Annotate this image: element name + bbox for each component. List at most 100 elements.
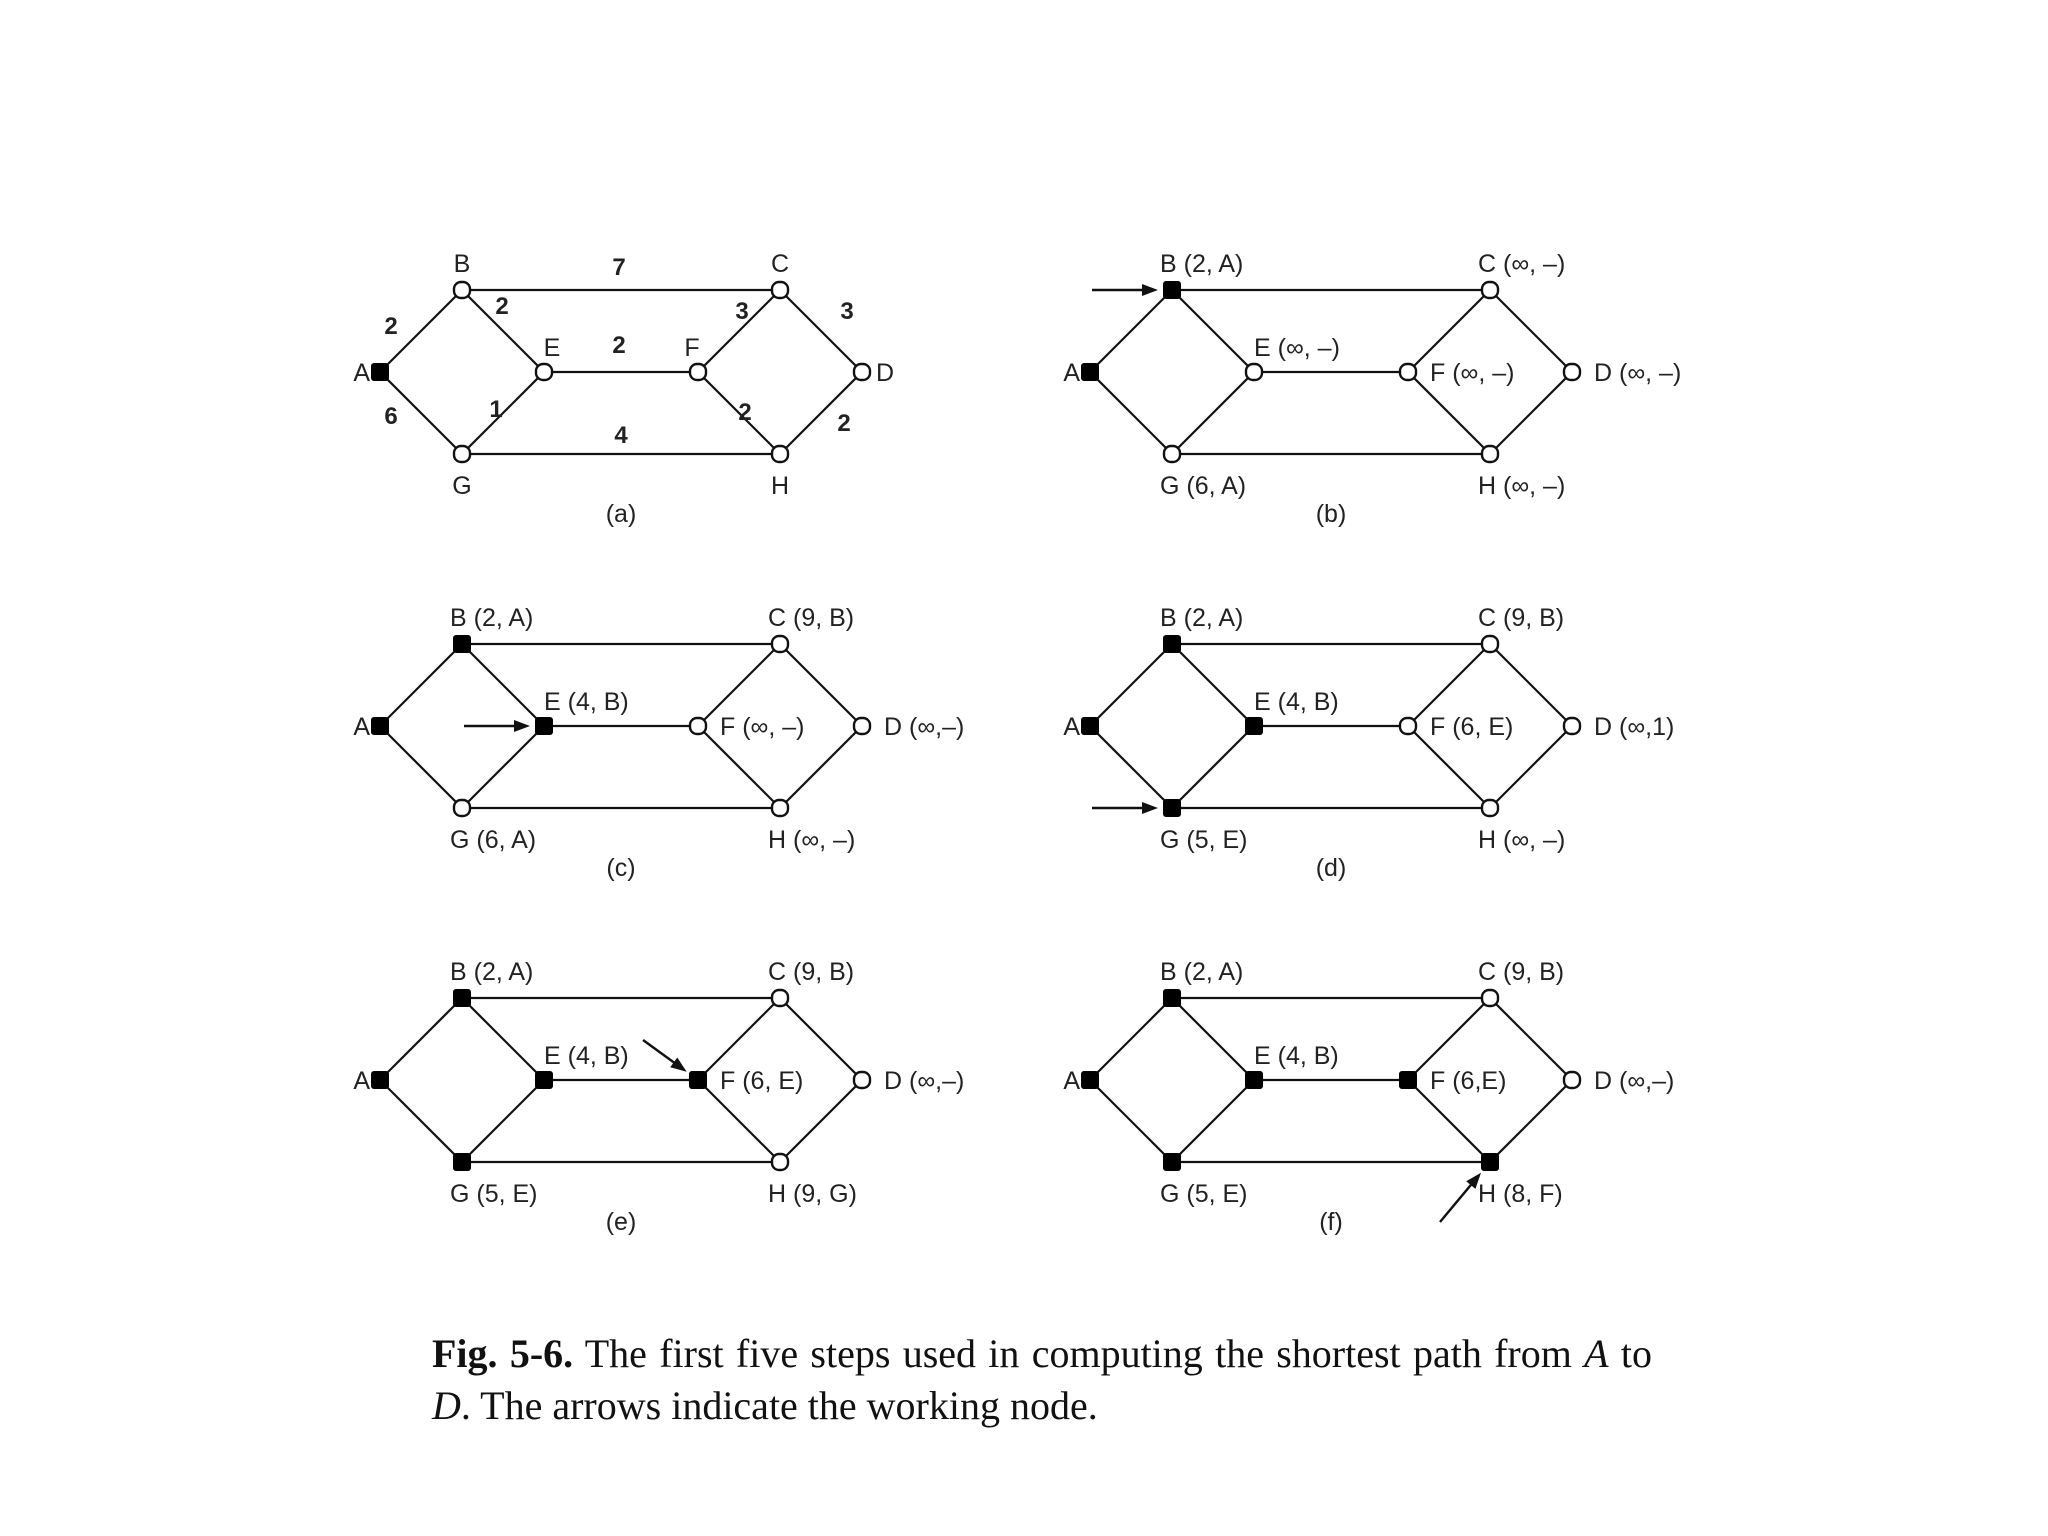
node-label-D: D (∞,–) — [884, 713, 964, 741]
working-node-arrowhead — [1466, 1172, 1482, 1189]
node-G-tentative — [452, 444, 472, 464]
node-B-permanent — [453, 989, 471, 1007]
edge-AB — [379, 289, 463, 373]
edge-weight-CD: 3 — [840, 298, 853, 325]
node-label-C: C (9, B) — [1478, 604, 1564, 632]
edge-AB — [1089, 643, 1173, 727]
node-B-permanent — [1163, 281, 1181, 299]
node-H-tentative — [770, 1152, 790, 1172]
node-label-F: F (∞, –) — [1430, 359, 1515, 387]
edge-AG — [1089, 371, 1173, 455]
node-G-permanent — [1163, 799, 1181, 817]
edge-EG — [461, 371, 545, 455]
edge-BE — [461, 997, 545, 1081]
edge-AG — [379, 371, 463, 455]
panel-f: AB (2, A)C (9, B)D (∞,–)E (4, B)F (6,E)G… — [1063, 958, 1674, 1236]
node-F-tentative — [1398, 716, 1418, 736]
panel-d: AB (2, A)C (9, B)D (∞,1)E (4, B)F (6, E)… — [1063, 604, 1674, 882]
edge-AG — [1089, 725, 1173, 809]
panel-e: AB (2, A)C (9, B)D (∞,–)E (4, B)F (6, E)… — [353, 958, 964, 1236]
edge-HD — [779, 725, 863, 809]
caption-node-d: D — [432, 1383, 461, 1428]
node-label-G: G (6, A) — [1160, 472, 1246, 500]
panel-b: AB (2, A)C (∞, –)D (∞, –)E (∞, –)F (∞, –… — [1063, 250, 1681, 528]
node-label-G: G (5, E) — [450, 1180, 538, 1208]
node-label-F: F (6, E) — [1430, 713, 1513, 741]
node-label-F: F (6, E) — [720, 1067, 803, 1095]
working-node-arrow — [1439, 1179, 1476, 1223]
edge-BE — [461, 289, 545, 373]
edge-FC — [697, 997, 781, 1081]
figure-caption: Fig. 5-6. The first five steps used in c… — [432, 1328, 1652, 1432]
panel-caption-d: (d) — [1316, 854, 1347, 882]
edge-FH — [697, 1079, 781, 1163]
edge-AB — [379, 997, 463, 1081]
node-C-tentative — [770, 634, 790, 654]
edge-HD — [779, 1079, 863, 1163]
edge-FH — [1407, 371, 1491, 455]
node-D-tentative — [1562, 1070, 1582, 1090]
node-H-tentative — [1480, 798, 1500, 818]
edge-weight-GH: 4 — [614, 422, 628, 449]
node-E-tentative — [1244, 362, 1264, 382]
node-label-E: E (4, B) — [544, 688, 629, 716]
node-E-permanent — [1245, 717, 1263, 735]
node-label-H: H (8, F) — [1478, 1180, 1563, 1208]
node-C-tentative — [1480, 280, 1500, 300]
edge-weight-EG: 1 — [489, 396, 502, 423]
node-E-permanent — [535, 717, 553, 735]
node-label-A: A — [1063, 1067, 1080, 1095]
node-F-permanent — [1399, 1071, 1417, 1089]
node-D-tentative — [852, 1070, 872, 1090]
node-label-E: E (4, B) — [1254, 688, 1339, 716]
node-label-H: H (∞, –) — [768, 826, 855, 854]
edge-HD — [1489, 725, 1573, 809]
working-node-arrow — [642, 1039, 680, 1067]
node-H-permanent — [1481, 1153, 1499, 1171]
node-G-tentative — [1162, 444, 1182, 464]
edge-AG — [1089, 1079, 1173, 1163]
node-label-E: E (4, B) — [544, 1042, 629, 1070]
node-label-B: B (2, A) — [1160, 604, 1243, 632]
node-label-B: B (2, A) — [450, 958, 533, 986]
node-F-tentative — [688, 362, 708, 382]
edge-FC — [1407, 997, 1491, 1081]
node-label-A: A — [1063, 359, 1080, 387]
edge-BE — [1171, 289, 1255, 373]
panel-c: AB (2, A)C (9, B)D (∞,–)E (4, B)F (∞, –)… — [353, 604, 964, 882]
edge-BE — [1171, 997, 1255, 1081]
node-label-E: E — [544, 334, 561, 362]
node-A-permanent — [371, 363, 389, 381]
node-label-A: A — [353, 359, 370, 387]
node-D-tentative — [852, 362, 872, 382]
node-label-C: C (9, B) — [768, 604, 854, 632]
edge-CD — [779, 643, 863, 727]
working-node-arrowhead — [514, 720, 530, 732]
node-label-B: B (2, A) — [1160, 250, 1243, 278]
node-B-permanent — [453, 635, 471, 653]
edge-AB — [1089, 289, 1173, 373]
edge-HD — [1489, 1079, 1573, 1163]
edge-FC — [1407, 643, 1491, 727]
edge-FH — [697, 725, 781, 809]
node-A-permanent — [1081, 1071, 1099, 1089]
node-label-D: D (∞,1) — [1594, 713, 1674, 741]
node-label-G: G (6, A) — [450, 826, 536, 854]
panel-caption-b: (b) — [1316, 500, 1347, 528]
edge-weight-FH: 2 — [738, 399, 751, 426]
node-label-F: F (∞, –) — [720, 713, 805, 741]
working-node-arrowhead — [670, 1057, 687, 1072]
node-label-C: C (∞, –) — [1478, 250, 1565, 278]
edge-AB — [379, 643, 463, 727]
edge-FC — [1407, 289, 1491, 373]
node-A-permanent — [1081, 717, 1099, 735]
edge-AG — [379, 725, 463, 809]
node-B-permanent — [1163, 989, 1181, 1007]
node-G-tentative — [452, 798, 472, 818]
edge-CD — [1489, 997, 1573, 1081]
node-E-permanent — [535, 1071, 553, 1089]
node-label-D: D (∞,–) — [884, 1067, 964, 1095]
node-label-G: G — [452, 472, 471, 500]
edge-BE — [1171, 643, 1255, 727]
